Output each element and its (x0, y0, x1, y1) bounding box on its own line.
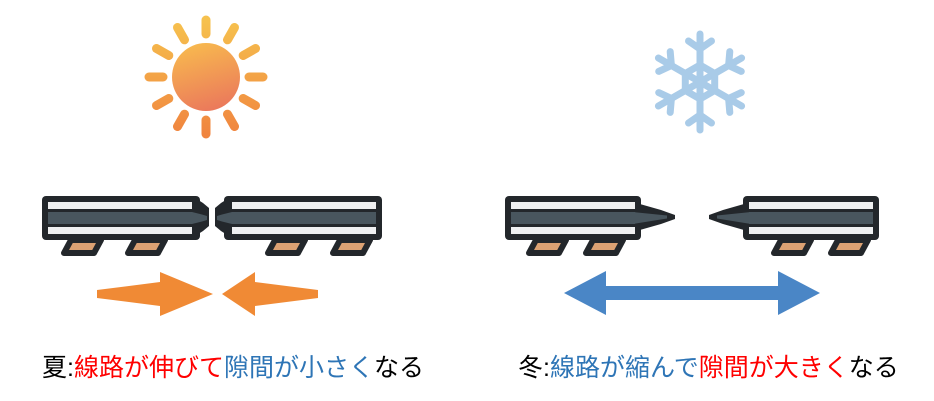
summer-caption-prefix: 夏: (42, 354, 74, 382)
winter-caption-rail: 線路が縮んで (549, 354, 699, 382)
summer-caption-gap: 隙間が小さく (223, 354, 374, 382)
summer-caption-suffix: なる (373, 354, 424, 382)
winter-track (505, 196, 879, 256)
summer-rail-right-segment (215, 196, 382, 240)
summer-caption-rail: 線路が伸びて (73, 354, 224, 382)
winter-caption-prefix: 冬: (518, 354, 550, 382)
summer-track (42, 196, 382, 256)
sun-rays (144, 15, 268, 139)
summer-caption: 夏:線路が伸びて隙間が小さくなる (42, 352, 424, 384)
winter-track-ties (526, 237, 871, 256)
compress-arrow-right-icon (97, 272, 213, 316)
winter-expand-arrow-icon (564, 271, 820, 315)
summer-track-ties (61, 237, 373, 256)
winter-rail-left-segment (505, 196, 675, 240)
sun-disc (172, 43, 240, 111)
winter-rail-right-segment (709, 196, 879, 240)
compress-arrow-left-icon (222, 272, 318, 316)
sun-icon (144, 15, 268, 139)
winter-caption-suffix: なる (848, 354, 899, 382)
expand-arrow-shape (564, 271, 820, 315)
winter-caption-gap: 隙間が大きく (698, 354, 849, 382)
snowflake-icon (654, 30, 746, 134)
summer-compress-arrows (97, 272, 318, 316)
summer-rail-left-segment (42, 196, 209, 240)
winter-caption: 冬:線路が縮んで隙間が大きくなる (518, 352, 899, 384)
